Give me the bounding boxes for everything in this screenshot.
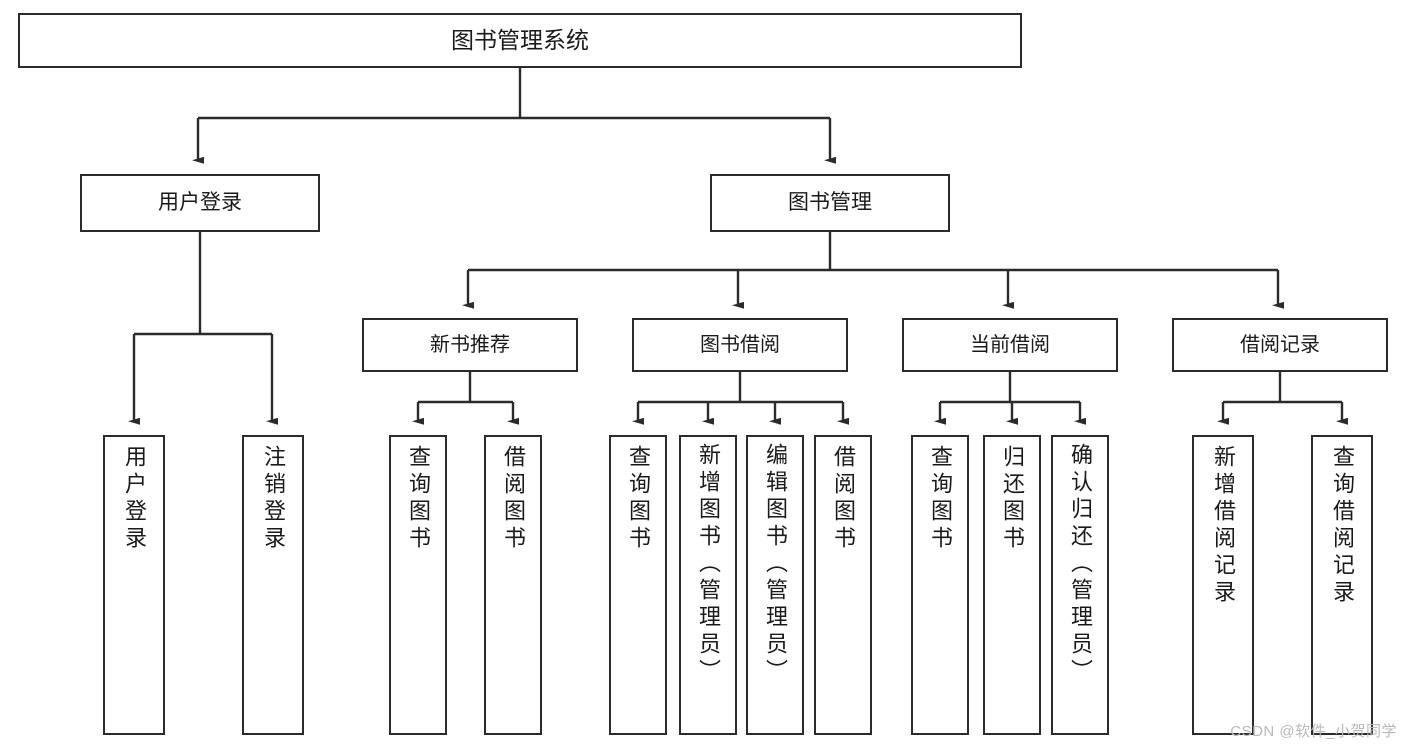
node-book-management-label: 图书管理 <box>788 191 872 215</box>
node-leaf-query-record[interactable]: 查询借阅记录 <box>1311 435 1373 735</box>
node-leaf-query-book-1-label: 查询图书 <box>406 445 431 553</box>
node-leaf-user-login[interactable]: 用户登录 <box>103 435 165 735</box>
node-root-label: 图书管理系统 <box>451 26 589 53</box>
node-borrow-record[interactable]: 借阅记录 <box>1172 318 1388 372</box>
node-leaf-borrow-book-2-label: 借阅图书 <box>831 445 856 553</box>
node-leaf-logout-login[interactable]: 注销登录 <box>242 435 304 735</box>
node-leaf-add-record[interactable]: 新增借阅记录 <box>1192 435 1254 735</box>
node-new-book-recommend[interactable]: 新书推荐 <box>362 318 578 372</box>
node-book-borrow-label: 图书借阅 <box>700 333 780 356</box>
node-leaf-query-book-1[interactable]: 查询图书 <box>389 435 447 735</box>
node-user-login-label: 用户登录 <box>158 191 242 215</box>
node-leaf-edit-book-label: 编辑图书（管理员） <box>763 443 788 686</box>
node-leaf-borrow-book-1-label: 借阅图书 <box>501 445 526 553</box>
node-leaf-confirm-return[interactable]: 确认归还（管理员） <box>1051 435 1109 735</box>
node-new-book-recommend-label: 新书推荐 <box>430 333 510 356</box>
node-leaf-add-book[interactable]: 新增图书（管理员） <box>679 435 737 735</box>
node-leaf-borrow-book-2[interactable]: 借阅图书 <box>814 435 872 735</box>
node-leaf-return-book-label: 归还图书 <box>1000 445 1025 553</box>
node-leaf-borrow-book-1[interactable]: 借阅图书 <box>484 435 542 735</box>
node-leaf-user-login-label: 用户登录 <box>122 445 147 553</box>
node-leaf-query-book-2[interactable]: 查询图书 <box>609 435 667 735</box>
node-current-borrow-label: 当前借阅 <box>970 333 1050 356</box>
node-leaf-add-book-label: 新增图书（管理员） <box>696 443 721 686</box>
csdn-watermark: CSDN @软件_小贺同学 <box>1230 723 1397 740</box>
node-current-borrow[interactable]: 当前借阅 <box>902 318 1118 372</box>
node-leaf-query-book-3-label: 查询图书 <box>928 445 953 553</box>
node-root[interactable]: 图书管理系统 <box>18 13 1022 68</box>
node-book-borrow[interactable]: 图书借阅 <box>632 318 848 372</box>
node-leaf-edit-book[interactable]: 编辑图书（管理员） <box>746 435 804 735</box>
node-leaf-query-book-3[interactable]: 查询图书 <box>911 435 969 735</box>
node-leaf-add-record-label: 新增借阅记录 <box>1211 445 1236 607</box>
node-book-management[interactable]: 图书管理 <box>710 174 950 232</box>
node-leaf-confirm-return-label: 确认归还（管理员） <box>1068 443 1093 686</box>
node-leaf-query-book-2-label: 查询图书 <box>626 445 651 553</box>
node-user-login[interactable]: 用户登录 <box>80 174 320 232</box>
node-leaf-query-record-label: 查询借阅记录 <box>1330 445 1355 607</box>
node-leaf-logout-login-label: 注销登录 <box>261 445 286 553</box>
node-borrow-record-label: 借阅记录 <box>1240 333 1320 356</box>
node-leaf-return-book[interactable]: 归还图书 <box>983 435 1041 735</box>
